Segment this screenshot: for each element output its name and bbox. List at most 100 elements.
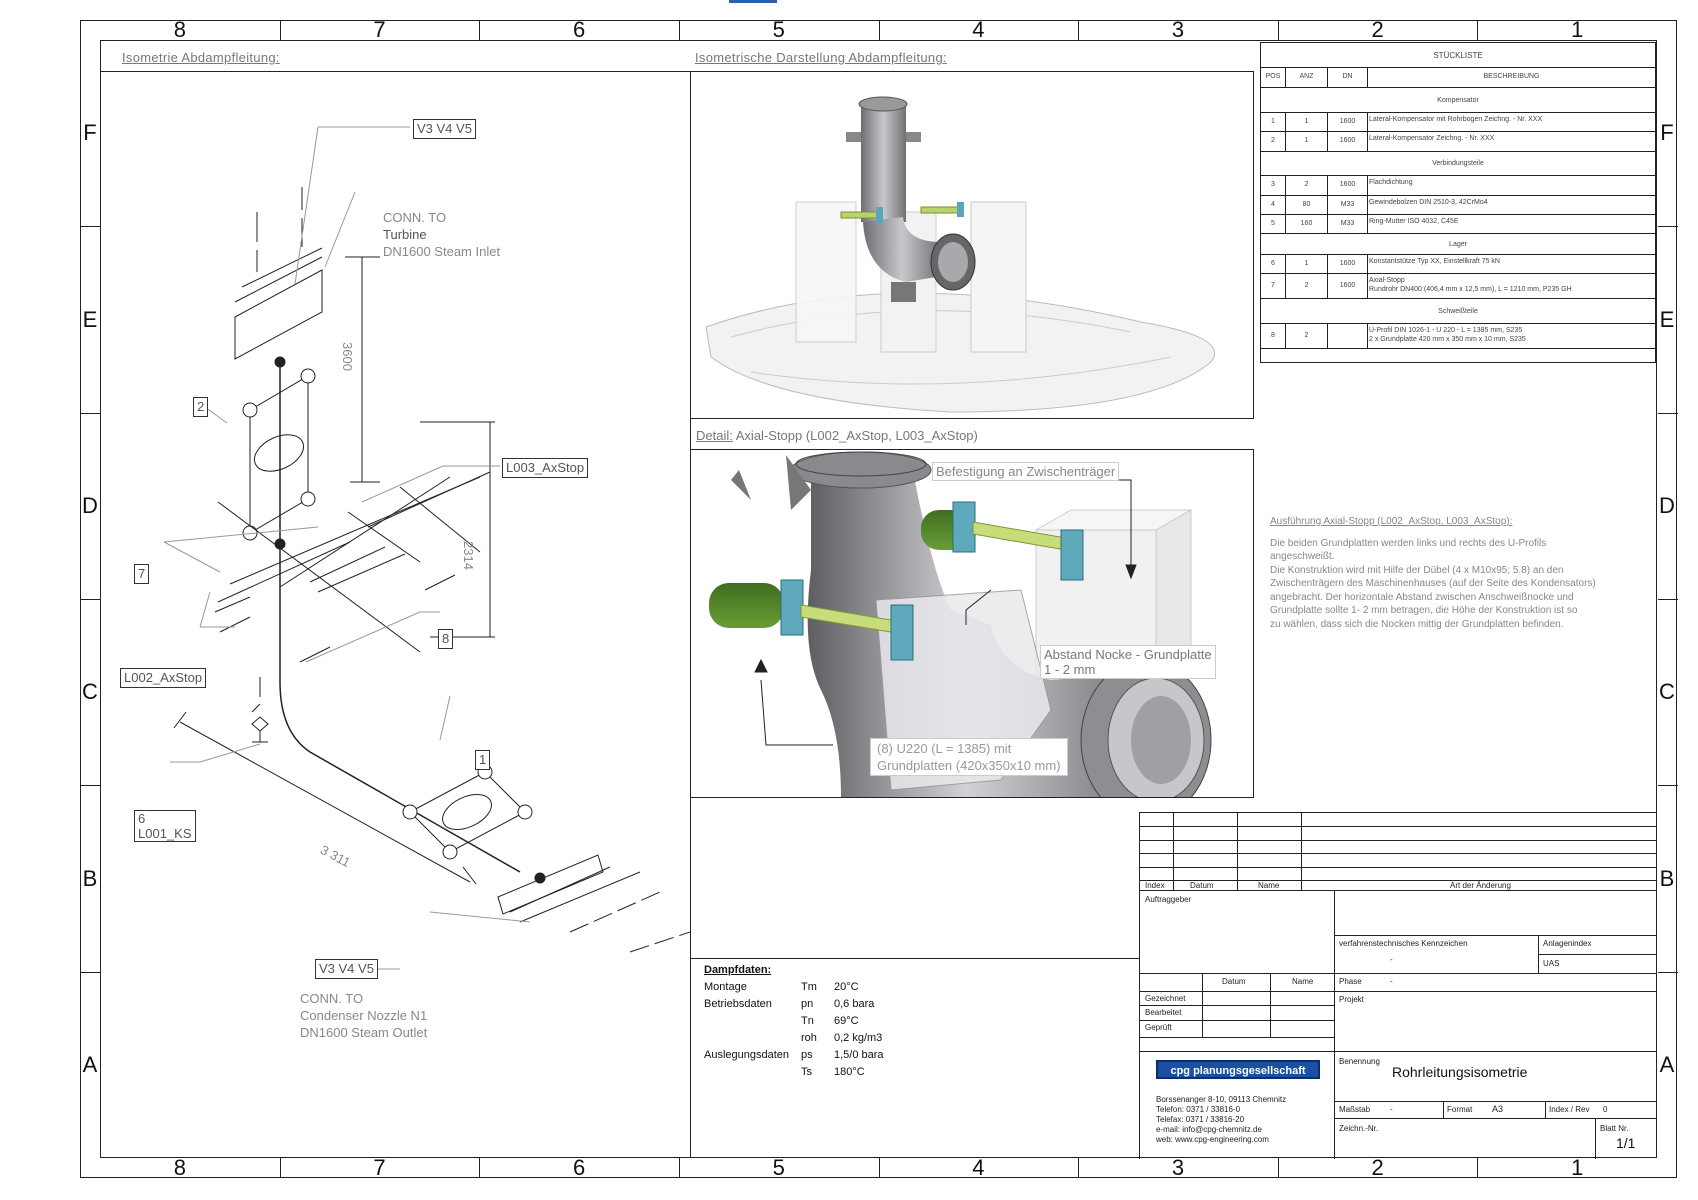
ausfuehrung-line: Zwischenträgern des Maschinenhauses (auf… bbox=[1270, 578, 1596, 589]
zone-column-label: 7 bbox=[373, 17, 386, 42]
tag-l003: L003_AxStop bbox=[502, 458, 589, 478]
zone-tick bbox=[1078, 20, 1080, 40]
zone-column-label: 1 bbox=[1571, 17, 1584, 42]
zone-tick bbox=[81, 785, 101, 787]
bom-desc: Lateral-Kompensator mit Rohrbogen Zeichn… bbox=[1369, 116, 1543, 123]
bom-desc: Lateral-Kompensator Zeichng. - Nr. XXX bbox=[1369, 135, 1495, 142]
bom-group-verbindung: Verbindungsteile bbox=[1261, 152, 1655, 176]
annotation-u220-line2: Grundplatten (420x350x10 mm) bbox=[877, 758, 1061, 773]
geprueft-label: Geprüft bbox=[1145, 1023, 1172, 1032]
tag-l001-label: L001_KS bbox=[138, 826, 192, 841]
steam-row: Tn 69°C bbox=[704, 1015, 1124, 1032]
kennzeichen-label: verfahrenstechnisches Kennzeichen bbox=[1339, 939, 1468, 948]
bom-header-anz: ANZ bbox=[1286, 68, 1328, 87]
rev-art-label: Art der Änderung bbox=[1450, 881, 1511, 890]
bom-anz: 2 bbox=[1286, 324, 1328, 348]
company-logo: cpg planungsgesellschaft mbh bbox=[1156, 1060, 1320, 1096]
steam-row-symbol: Tm bbox=[801, 981, 817, 993]
blatt-label: Blatt Nr. bbox=[1600, 1124, 1629, 1133]
conn-to-bottom: CONN. TO bbox=[300, 991, 364, 1006]
zone-column-label: 6 bbox=[572, 17, 586, 42]
auftraggeber-label: Auftraggeber bbox=[1145, 895, 1192, 904]
zone-row-label: D bbox=[1659, 492, 1675, 518]
bom-header-dn: DN bbox=[1328, 68, 1368, 87]
iso-left-heading: Isometrie Abdampfleitung: bbox=[122, 50, 280, 65]
detail-panel bbox=[690, 449, 1254, 798]
steam-row-value: 180°C bbox=[834, 1066, 865, 1078]
zone-tick bbox=[81, 226, 101, 228]
bom-pos: 5 bbox=[1261, 215, 1286, 233]
steam-row-value: 20°C bbox=[834, 981, 859, 993]
bom-row-7: 7 2 1600 Axial-Stopp Rundrohr DN400 (406… bbox=[1261, 274, 1655, 299]
annotation-befestigung: Befestigung an Zwischenträger bbox=[932, 462, 1120, 481]
steam-row-symbol: Ts bbox=[801, 1066, 812, 1078]
ausfuehrung-line: Die Konstruktion wird mit Hilfe der Dübe… bbox=[1270, 564, 1564, 576]
bom-row-3: 3 2 1600 Flachdichtung bbox=[1261, 176, 1655, 196]
bom-row-2: 2 1 1600 Lateral-Kompensator Zeichng. - … bbox=[1261, 132, 1655, 152]
bom-header-row: POS ANZ DN BESCHREIBUNG bbox=[1261, 68, 1655, 88]
kennzeichen-value: - bbox=[1390, 955, 1393, 964]
bom-group-lager: Lager bbox=[1261, 234, 1655, 255]
zone-tick bbox=[279, 20, 281, 40]
steam-row-symbol: Tn bbox=[801, 1015, 814, 1027]
isometric-line-drawing bbox=[163, 126, 690, 970]
ausfuehrung-line: angeschweißt. bbox=[1270, 551, 1335, 562]
steam-row-value: 69°C bbox=[834, 1015, 859, 1027]
bom-anz: 1 bbox=[1286, 113, 1328, 131]
bom-dn: 1600 bbox=[1328, 113, 1368, 131]
company-telefon: Telefon: 0371 / 33816-0 bbox=[1156, 1105, 1241, 1114]
company-telefax: Telefax: 0371 / 33816-20 bbox=[1156, 1115, 1245, 1124]
tag-1: 1 bbox=[475, 750, 491, 770]
zone-row-label: B bbox=[1659, 865, 1675, 891]
zone-column-label: 3 bbox=[1171, 1155, 1185, 1180]
detail-text: Axial-Stopp (L002_AxStop, L003_AxStop) bbox=[735, 428, 978, 443]
bom-desc: Flachdichtung bbox=[1369, 179, 1413, 186]
massstab-label: Maßstab bbox=[1339, 1105, 1371, 1114]
zone-row-label: F bbox=[1660, 120, 1674, 146]
tag-8: 8 bbox=[438, 629, 454, 649]
iso-3d-render bbox=[705, 96, 1216, 413]
benennung-value: Rohrleitungsisometrie bbox=[1392, 1064, 1528, 1080]
bom-anz: 80 bbox=[1286, 196, 1328, 214]
zone-tick bbox=[1277, 1158, 1279, 1178]
bom-desc-line2: Rundrohr DN400 (406,4 mm x 12,5 mm), L =… bbox=[1369, 286, 1572, 293]
dim-2314: 2314 bbox=[461, 541, 476, 570]
bom-group-schweiss: Schweißteile bbox=[1261, 299, 1655, 324]
steam-title: Dampfdaten: bbox=[704, 964, 772, 976]
title-block: Auftraggeber verfahrenstechnisches Kennz… bbox=[1139, 890, 1657, 1159]
zone-tick bbox=[678, 1158, 680, 1178]
bom-pos: 2 bbox=[1261, 132, 1286, 151]
zone-tick bbox=[1658, 785, 1678, 787]
iso-view-heading: Isometrische Darstellung Abdampfleitung: bbox=[695, 50, 947, 65]
bom-dn: M33 bbox=[1328, 196, 1368, 214]
annotation-u220-line1: (8) U220 (L = 1385) mit bbox=[877, 741, 1012, 756]
bom-header-pos: POS bbox=[1261, 68, 1286, 87]
condenser-label: Condenser Nozzle N1 bbox=[300, 1008, 428, 1023]
bom-desc-line1: U-Profil DIN 1026-1 - U 220 - L = 1385 m… bbox=[1369, 327, 1523, 334]
company-email: e-mail: info@cpg-chemnitz.de bbox=[1156, 1125, 1262, 1134]
conn-to-top: CONN. TO bbox=[383, 210, 447, 225]
zone-column-label: 1 bbox=[1571, 1155, 1584, 1180]
tag-l001-num: 6 bbox=[138, 811, 146, 826]
phase-value: - bbox=[1390, 977, 1393, 986]
zone-tick bbox=[1477, 20, 1479, 40]
projekt-label: Projekt bbox=[1339, 995, 1364, 1004]
pruef-datum-label: Datum bbox=[1222, 977, 1246, 986]
ausfuehrung-line: zu wählen, dass sich die Nocken mittig d… bbox=[1270, 618, 1564, 630]
zone-tick bbox=[1477, 1158, 1479, 1178]
bom-row-8: 8 2 U-Profil DIN 1026-1 - U 220 - L = 13… bbox=[1261, 324, 1655, 349]
zone-row-label: E bbox=[1659, 306, 1675, 332]
rev-name-label: Name bbox=[1258, 881, 1280, 890]
bom-dn: 1600 bbox=[1328, 132, 1368, 151]
turbine-label: Turbine bbox=[383, 227, 427, 242]
zone-tick bbox=[479, 1158, 481, 1178]
steam-row-label: Auslegungsdaten bbox=[704, 1049, 790, 1061]
bom-desc-line2: 2 x Grundplatte 420 mm x 350 mm x 10 mm,… bbox=[1369, 336, 1526, 343]
tag-2: 2 bbox=[193, 397, 209, 417]
bom-desc: U-Profil DIN 1026-1 - U 220 - L = 1385 m… bbox=[1369, 324, 1526, 344]
company-web: web: www.cpg-engineering.com bbox=[1156, 1135, 1269, 1144]
steam-row-label: Betriebsdaten bbox=[704, 998, 772, 1010]
